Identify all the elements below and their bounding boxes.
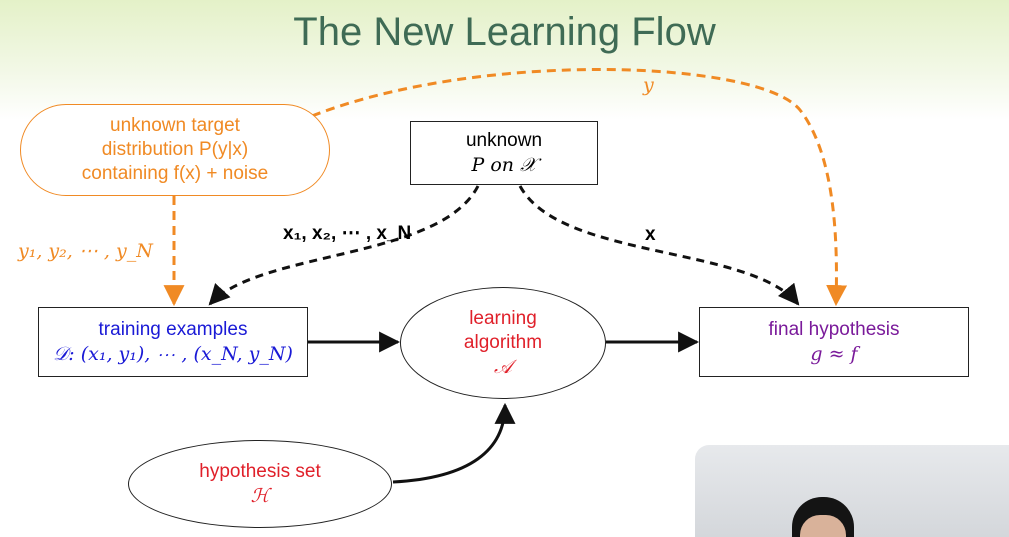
target-line-1: unknown target bbox=[110, 115, 240, 136]
edge-dist-to-final bbox=[518, 185, 800, 306]
target-distribution-node: unknown target distribution P(y|x) conta… bbox=[20, 104, 330, 196]
edge-label-xs: x₁, x₂, ⋯ , x_N bbox=[283, 223, 412, 244]
hypset-line-2: ℋ bbox=[250, 485, 270, 507]
presenter-webcam-video bbox=[695, 445, 1009, 537]
hypothesis-set-node: hypothesis set ℋ bbox=[128, 440, 392, 528]
final-line-2: g ≈ f bbox=[810, 343, 858, 365]
edge-target-to-final bbox=[311, 68, 848, 307]
presenter-face bbox=[800, 515, 846, 537]
input-dist-line-1: unknown bbox=[465, 130, 543, 151]
training-line-2: 𝒟: (x₁, y₁), ⋯ , (x_N, y_N) bbox=[53, 343, 293, 365]
algorithm-line-1: learning bbox=[469, 308, 537, 329]
edge-hypset-to-algorithm bbox=[392, 402, 516, 484]
edge-label-y: y bbox=[643, 74, 654, 96]
input-dist-line-2: P on 𝒳 bbox=[471, 154, 537, 176]
edge-label-x: x bbox=[645, 224, 656, 245]
final-hypothesis-node: final hypothesis g ≈ f bbox=[699, 307, 969, 377]
algorithm-line-3: 𝒜 bbox=[494, 356, 512, 378]
edge-label-ys: y₁, y₂, ⋯ , y_N bbox=[18, 240, 153, 262]
input-distribution-node: unknown P on 𝒳 bbox=[410, 121, 598, 185]
slide-title: The New Learning Flow bbox=[293, 10, 716, 54]
training-examples-node: training examples 𝒟: (x₁, y₁), ⋯ , (x_N,… bbox=[38, 307, 308, 377]
training-line-1: training examples bbox=[98, 319, 248, 340]
final-line-1: final hypothesis bbox=[768, 319, 900, 340]
hypset-line-1: hypothesis set bbox=[199, 461, 321, 482]
target-line-2: distribution P(y|x) bbox=[101, 139, 249, 160]
target-line-3: containing f(x) + noise bbox=[81, 163, 269, 184]
learning-algorithm-node: learning algorithm 𝒜 bbox=[400, 287, 606, 399]
algorithm-line-2: algorithm bbox=[463, 332, 543, 353]
edge-dist-to-training bbox=[208, 185, 480, 306]
